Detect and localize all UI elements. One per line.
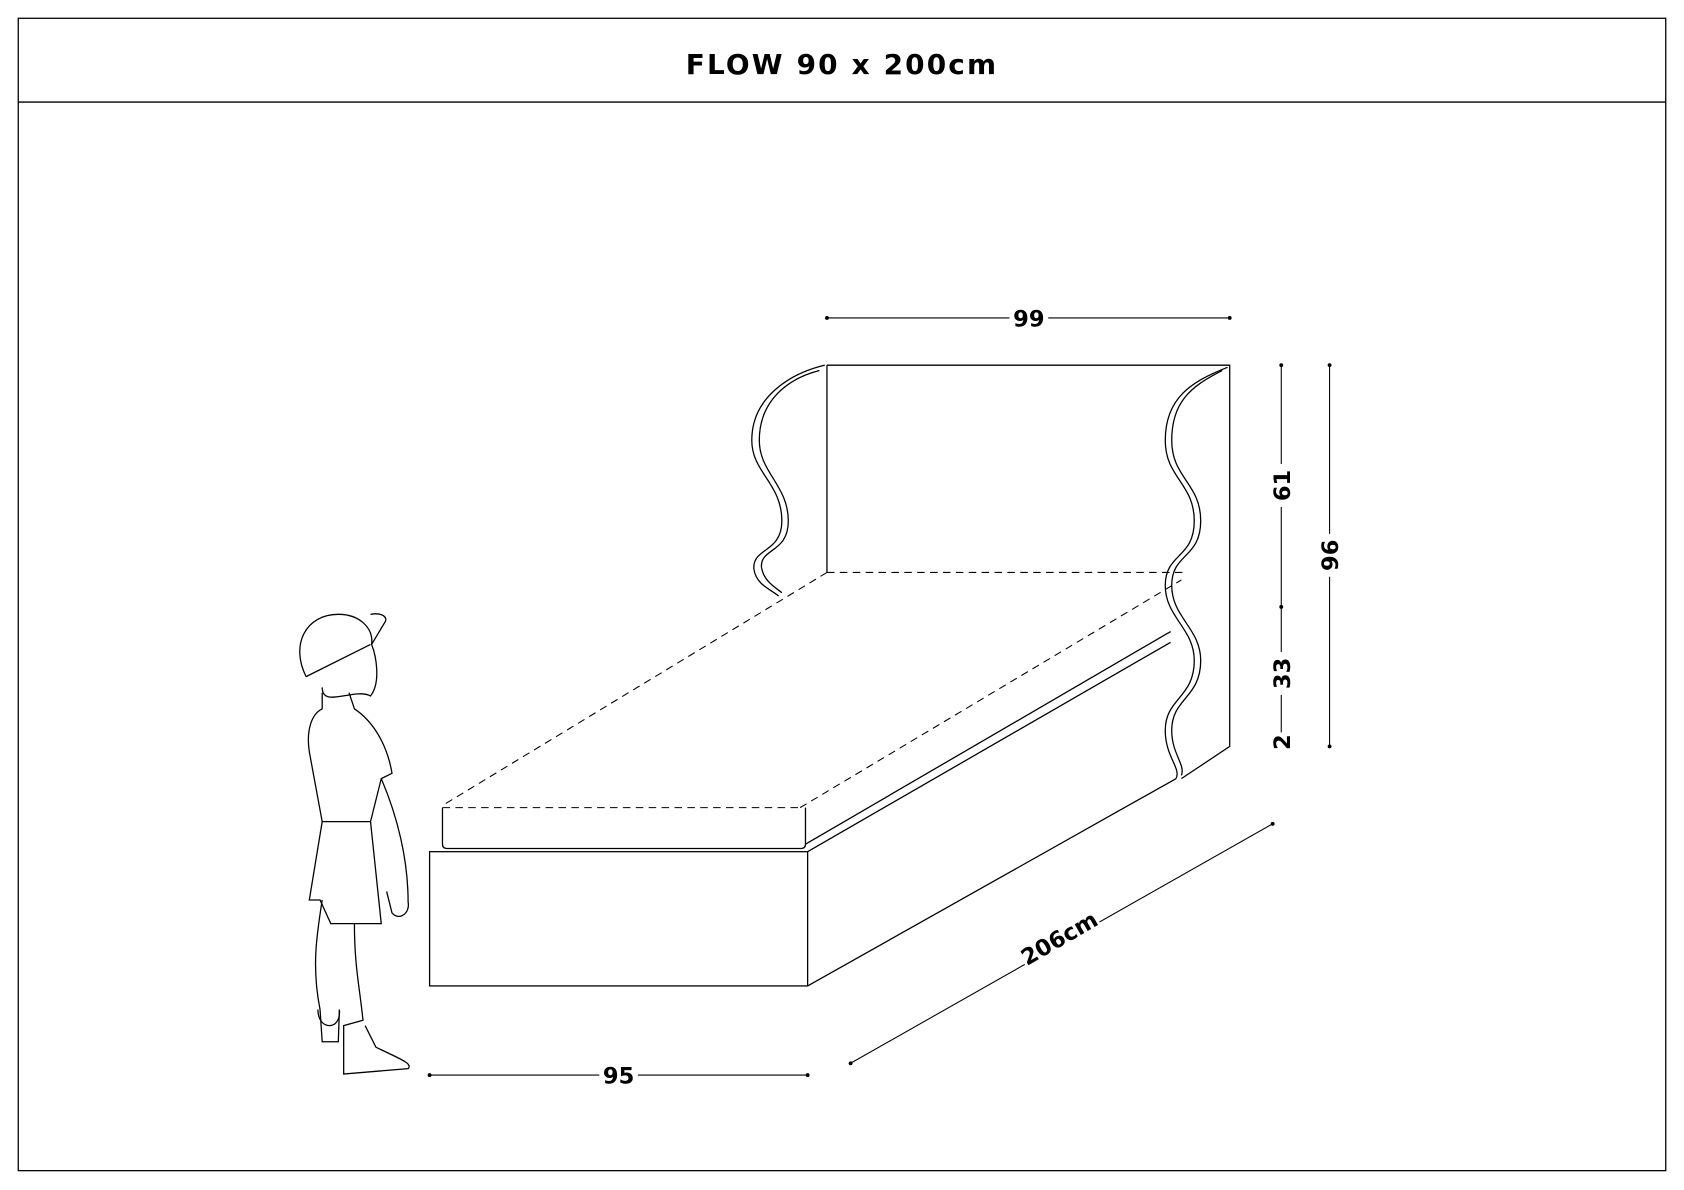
headboard-right-wave — [1164, 366, 1228, 779]
mattress-top — [442, 571, 1187, 809]
drawing-title: FLOW 90 x 200cm — [686, 48, 998, 81]
bed-height-label: 33 — [1270, 658, 1296, 689]
total-height-label: 96 — [1318, 540, 1344, 571]
width-label: 95 — [603, 1064, 634, 1090]
dimension-heights: 61 33 2 96 — [1267, 363, 1344, 754]
child-figure — [299, 613, 410, 1075]
upper-height-label: 61 — [1270, 470, 1296, 501]
dimension-width-bottom: 95 — [427, 1062, 810, 1090]
headboard-width-label: 99 — [1013, 307, 1044, 333]
headboard-left-wave — [751, 364, 825, 597]
dimension-length: 206cm — [848, 821, 1275, 1066]
length-label: 206cm — [1017, 907, 1103, 971]
bed-base — [428, 851, 809, 987]
headboard-outline — [826, 364, 1231, 780]
leg-height-label: 2 — [1270, 734, 1296, 750]
dimension-width-top: 99 — [825, 305, 1232, 333]
bed-illustration — [428, 364, 1231, 987]
mattress-front — [441, 807, 807, 850]
frame-border — [17, 17, 1667, 1172]
